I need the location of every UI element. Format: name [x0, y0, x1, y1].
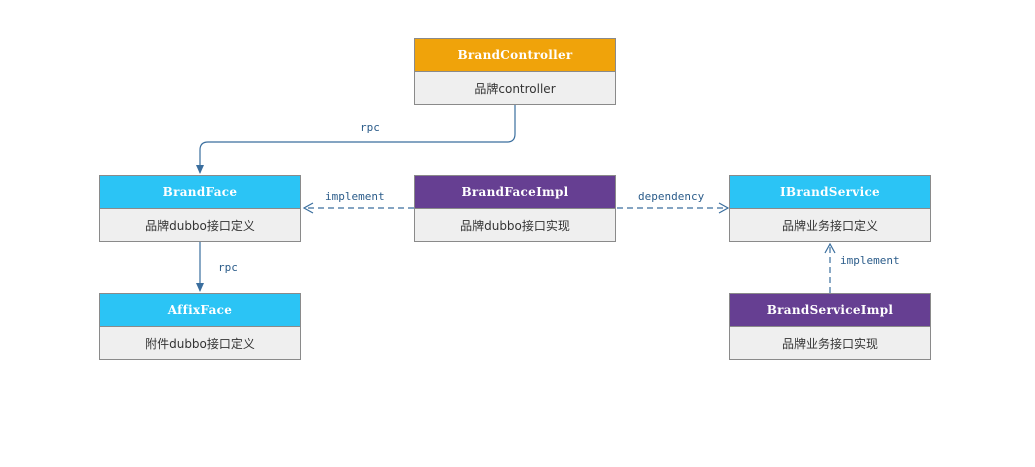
edge-controller-to-face	[196, 104, 516, 174]
edge-label-face-to-affix: rpc	[216, 261, 240, 275]
node-ibrand-service[interactable]: IBrandService 品牌业务接口定义	[729, 175, 931, 242]
edge-label-impl-to-service: dependency	[636, 190, 707, 204]
node-brand-service-impl[interactable]: BrandServiceImpl 品牌业务接口实现	[729, 293, 931, 360]
node-title: IBrandService	[730, 176, 930, 209]
node-description: 品牌controller	[474, 81, 556, 96]
node-description: 品牌业务接口实现	[781, 336, 878, 351]
edge-label-controller-to-face: rpc	[358, 121, 382, 135]
node-description: 品牌dubbo接口定义	[145, 218, 255, 233]
node-title: BrandFaceImpl	[415, 176, 615, 209]
node-brand-face-impl[interactable]: BrandFaceImpl 品牌dubbo接口实现	[414, 175, 616, 242]
node-title: BrandFace	[100, 176, 300, 209]
edge-label-impl-to-face: implement	[323, 190, 387, 204]
edge-label-serviceimpl-to-service: implement	[838, 254, 902, 268]
node-brand-controller[interactable]: BrandController 品牌controller	[414, 38, 616, 105]
node-title: BrandServiceImpl	[730, 294, 930, 327]
node-title: BrandController	[415, 39, 615, 72]
node-description: 品牌业务接口定义	[781, 218, 878, 233]
node-affix-face[interactable]: AffixFace 附件dubbo接口定义	[99, 293, 301, 360]
node-description: 附件dubbo接口定义	[145, 336, 255, 351]
node-brand-face[interactable]: BrandFace 品牌dubbo接口定义	[99, 175, 301, 242]
node-title: AffixFace	[100, 294, 300, 327]
node-description: 品牌dubbo接口实现	[460, 218, 570, 233]
